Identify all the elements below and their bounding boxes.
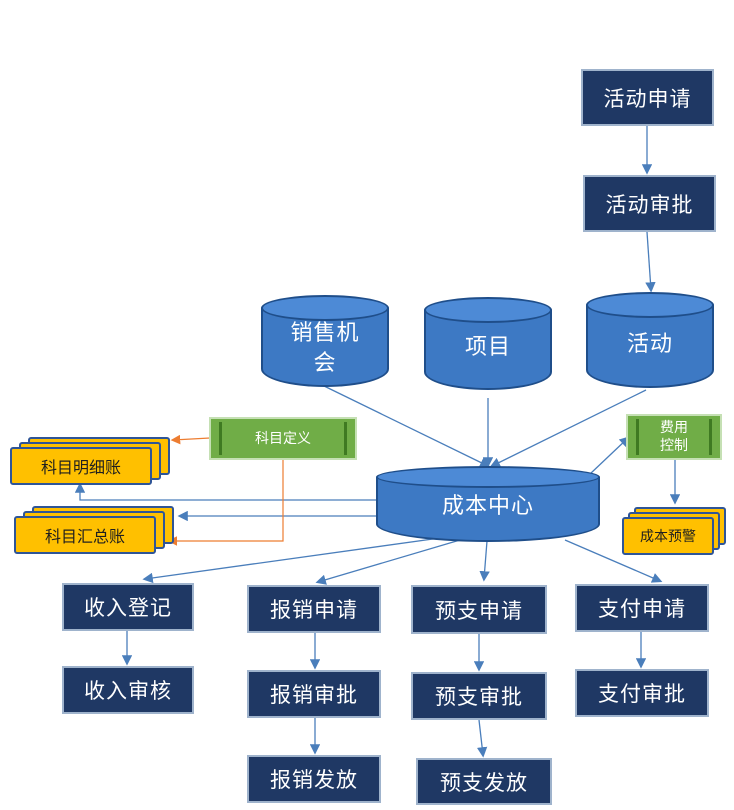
sales-opportunity-db-top xyxy=(261,295,389,321)
advance-approve-box: 预支审批 xyxy=(411,672,547,720)
subject-detail-ledger-stack: 科目明细账 xyxy=(10,437,170,487)
activity-approve-box: 活动审批 xyxy=(583,175,716,232)
sales-opportunity-db-label: 销售机 会 xyxy=(261,319,389,379)
cost-warning-label: 成本预警 xyxy=(640,529,696,545)
detail-ledger-card: 科目明细账 xyxy=(10,447,152,485)
cost-center-db-top xyxy=(376,466,600,488)
expense-control-label: 费用 控制 xyxy=(660,419,688,455)
activity-db-top xyxy=(586,292,714,318)
subject-definition-box: 科目定义 xyxy=(209,417,357,460)
arrow-cost-to-expense-control xyxy=(589,436,630,475)
cost-warning-card: 成本预警 xyxy=(622,517,714,555)
cost-warning-stack: 成本预警 xyxy=(622,507,728,557)
payment-apply-box: 支付申请 xyxy=(575,584,709,632)
arrow-cost-to-reimburse xyxy=(315,539,461,585)
reimburse-approve-label: 报销审批 xyxy=(270,683,358,707)
project-db-top xyxy=(424,297,552,323)
arrow-cost-to-income xyxy=(142,537,441,584)
reimburse-approve-box: 报销审批 xyxy=(247,670,381,718)
advance-approve-label: 预支审批 xyxy=(435,685,523,709)
activity-approve-label: 活动审批 xyxy=(605,192,694,217)
subject-definition-label: 科目定义 xyxy=(255,430,311,447)
arrow-activity-to-cost xyxy=(489,389,647,468)
project-db-label: 项目 xyxy=(464,335,511,360)
arrow-cost-to-payment xyxy=(564,539,663,583)
project-db-body xyxy=(424,310,552,390)
cost-center-label: 成本中心 xyxy=(441,494,534,519)
summary-ledger-card: 科目汇总账 xyxy=(14,516,156,554)
sales-opportunity-db: 销售机 会 xyxy=(261,295,389,387)
arrow-sales-to-cost xyxy=(321,384,491,468)
subject-detail-ledger-label: 科目明细账 xyxy=(40,458,121,477)
cost-center-db-body xyxy=(376,477,600,542)
activity-db-label: 活动 xyxy=(626,332,673,357)
advance-apply-box: 预支申请 xyxy=(411,585,547,634)
cost-center-db: 成本中心 xyxy=(376,466,600,542)
reimburse-apply-box: 报销申请 xyxy=(247,585,381,633)
income-register-label: 收入登记 xyxy=(84,596,172,620)
advance-pay-label: 预支发放 xyxy=(440,770,528,795)
payment-approve-label: 支付审批 xyxy=(598,682,686,706)
subject-summary-ledger-stack: 科目汇总账 xyxy=(14,506,174,556)
arrow-cost-to-advance xyxy=(479,540,490,582)
arrow-advance-down-2 xyxy=(476,719,488,758)
payment-apply-label: 支付申请 xyxy=(598,597,686,621)
arrow-definition-to-summary xyxy=(167,460,284,546)
income-audit-label: 收入审核 xyxy=(84,679,172,703)
project-db: 项目 xyxy=(424,297,552,390)
income-register-box: 收入登记 xyxy=(62,583,194,631)
income-audit-box: 收入审核 xyxy=(62,666,194,714)
activity-apply-box: 活动申请 xyxy=(581,69,714,126)
subject-summary-ledger-label: 科目汇总账 xyxy=(44,527,125,546)
reimburse-pay-label: 报销发放 xyxy=(270,768,358,792)
expense-control-box: 费用 控制 xyxy=(626,414,722,460)
activity-apply-label: 活动申请 xyxy=(603,86,692,111)
sales-opportunity-line1: 销售机 xyxy=(290,321,360,346)
expense-control-line2: 控制 xyxy=(660,438,688,454)
reimburse-pay-box: 报销发放 xyxy=(247,755,381,803)
payment-approve-box: 支付审批 xyxy=(575,669,709,717)
arrow-activity-approve-to-db xyxy=(645,231,656,293)
advance-apply-label: 预支申请 xyxy=(435,598,523,623)
reimburse-apply-label: 报销申请 xyxy=(270,598,358,622)
arrow-cost-to-detail-ledger xyxy=(74,482,378,501)
sales-opportunity-line2: 会 xyxy=(313,351,337,376)
arrow-definition-to-detail xyxy=(170,434,211,445)
expense-control-line1: 费用 xyxy=(660,420,688,436)
advance-pay-box: 预支发放 xyxy=(416,758,552,805)
activity-db: 活动 xyxy=(586,292,714,388)
sales-opportunity-db-body xyxy=(261,308,389,387)
activity-db-body xyxy=(586,305,714,388)
